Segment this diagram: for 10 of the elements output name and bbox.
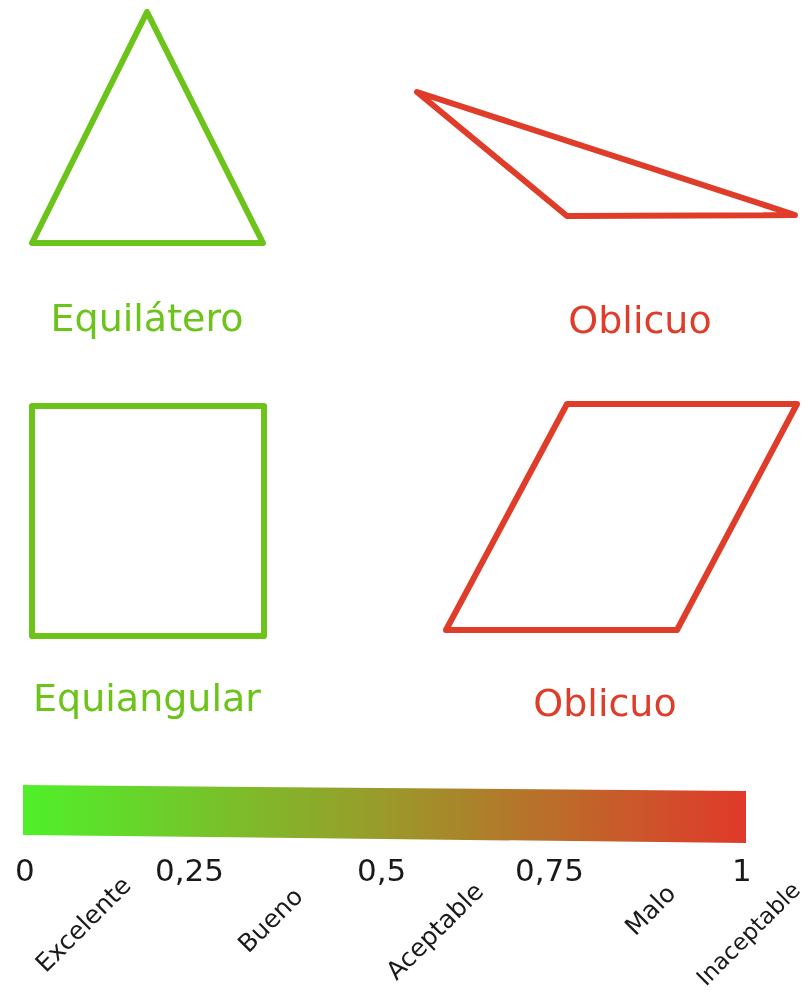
scale-value: 1	[732, 852, 752, 888]
scale-value: 0,25	[155, 852, 225, 888]
shape-label: Oblicuo	[568, 298, 712, 342]
shape-label: Oblicuo	[533, 681, 677, 725]
shape-label: Equiangular	[33, 676, 261, 720]
scale-value: 0,75	[515, 852, 585, 888]
shape-label: Equilátero	[50, 296, 244, 340]
scale-value: 0	[15, 852, 35, 888]
scale-value: 0,5	[357, 852, 407, 888]
gradient-scale-bar	[23, 785, 746, 843]
